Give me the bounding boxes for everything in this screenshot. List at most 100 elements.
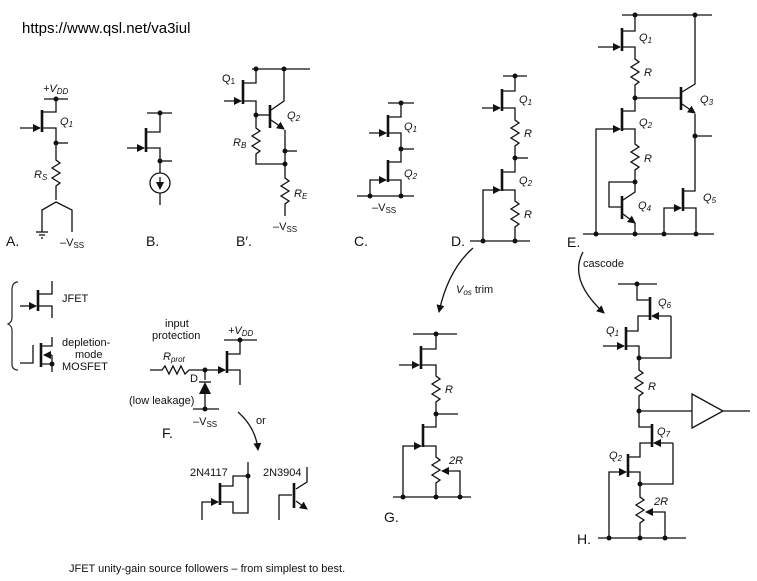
panel-label-c: C. <box>354 233 368 249</box>
resistor-rs <box>50 143 62 200</box>
pot-label: 2R <box>448 455 463 467</box>
panel-label-f: F. <box>162 425 173 441</box>
node <box>693 231 699 237</box>
q2-source-wire <box>629 471 641 484</box>
circuit-e: Q1 R Q3 Q2 R Q4 Q5 E. <box>567 12 717 250</box>
q3-collector-wire <box>681 15 696 93</box>
r1-label: R <box>524 128 532 140</box>
panel-label-b-prime: B′. <box>236 233 252 249</box>
resistor-r2 <box>503 189 521 241</box>
q2-label: Q2 <box>609 450 623 463</box>
circuit-g: R 2R G. <box>384 331 471 525</box>
base-wire <box>278 494 292 520</box>
q5-drain-wire <box>684 136 696 192</box>
vos-trim-arrow-icon <box>436 247 474 313</box>
jfet-drain <box>39 281 53 295</box>
panel-label-g: G. <box>384 509 399 525</box>
q1-label: Q1 <box>639 32 652 45</box>
resistor-rprot <box>150 364 205 376</box>
node <box>49 361 55 367</box>
r2-label: R <box>644 153 652 165</box>
q2-label: Q2 <box>287 110 301 123</box>
source-wire <box>221 476 249 514</box>
or-arrow-icon <box>237 411 262 451</box>
q2-drain-wire <box>424 414 437 428</box>
collector-wire <box>270 69 285 111</box>
vss-label: –VSS <box>372 202 396 215</box>
symbol-legend: JFET depletion- mode MOSFET <box>6 281 111 373</box>
cascode-arrow-icon <box>578 251 605 314</box>
q6-label: Q6 <box>658 297 672 310</box>
r1-label: R <box>644 67 652 79</box>
mosfet-label-3: MOSFET <box>62 361 108 373</box>
q2-drain-wire <box>623 98 636 112</box>
q1-label: Q1 <box>222 73 236 86</box>
node <box>400 494 406 500</box>
source-wire <box>244 100 257 115</box>
diode-note: (low leakage) <box>129 395 194 407</box>
node <box>202 406 208 412</box>
resistor-r <box>633 358 645 411</box>
panel-label-b: B. <box>146 233 159 249</box>
drain-wire <box>503 76 516 92</box>
drain-wire <box>221 475 248 487</box>
vos-trim-label: Vos trim <box>456 284 493 297</box>
q2-gate-wire <box>369 176 387 196</box>
source-url: https://www.qsl.net/va3iul <box>22 20 190 37</box>
panel-label-d: D. <box>451 233 465 249</box>
resistor-re <box>279 164 291 216</box>
q2-drain-wire <box>389 149 402 163</box>
node <box>632 231 638 237</box>
vdd-label: +VDD <box>43 83 69 96</box>
source-wire <box>43 127 57 143</box>
rs-label: RS <box>34 169 48 182</box>
source-wire <box>228 369 241 385</box>
circuit-f: input protection +VDD Rprot D (low leaka… <box>129 318 308 520</box>
split-wires <box>41 201 73 232</box>
q2-gate-wire <box>608 468 627 538</box>
gate-wire <box>201 498 219 520</box>
q2-label: Q2 <box>404 168 418 181</box>
drain-wire <box>228 340 241 355</box>
q1-label: Q1 <box>606 325 619 338</box>
emitter-arrow <box>270 119 285 130</box>
circuit-d: Q1 R Q2 R D. <box>451 73 533 249</box>
node <box>457 494 463 500</box>
cascode-label: cascode <box>583 258 624 270</box>
q4-label: Q4 <box>638 200 652 213</box>
node <box>606 535 612 541</box>
q5-source-wire <box>684 207 697 233</box>
resistor-r2 <box>623 128 641 182</box>
emitter-arrow <box>295 500 308 510</box>
q2-label: Q2 <box>639 117 653 130</box>
node <box>367 193 373 199</box>
r-label: R <box>648 381 656 393</box>
panel-label-e: E. <box>567 234 580 250</box>
rb-label: RB <box>233 137 247 150</box>
pot-wiper <box>441 467 461 497</box>
node <box>398 193 404 199</box>
node <box>593 231 599 237</box>
q1-label: Q1 <box>60 116 73 129</box>
source-wire <box>389 132 402 149</box>
potentiometer-2r <box>424 445 442 497</box>
q1-source-wire <box>627 345 640 358</box>
node <box>433 494 439 500</box>
q2-source-wire <box>389 179 402 196</box>
title-line-2: protection <box>152 330 200 342</box>
q2-drain-wire <box>503 158 516 173</box>
drain-wire <box>43 99 57 113</box>
circuit-b: B. <box>127 110 172 249</box>
q7-source-wire <box>629 442 651 458</box>
part-bjt-label: 2N3904 <box>263 467 302 479</box>
q1-label: Q1 <box>404 121 417 134</box>
node <box>661 231 667 237</box>
part-jfet-label: 2N4117 <box>190 467 228 479</box>
q6-gate-return <box>639 316 672 359</box>
panel-label-a: A. <box>6 233 19 249</box>
q2-label: Q2 <box>519 175 533 188</box>
q4-base-tie <box>608 181 635 208</box>
q7-gate-return <box>640 443 674 485</box>
resistor-rb <box>250 115 285 165</box>
re-label: RE <box>294 188 308 201</box>
